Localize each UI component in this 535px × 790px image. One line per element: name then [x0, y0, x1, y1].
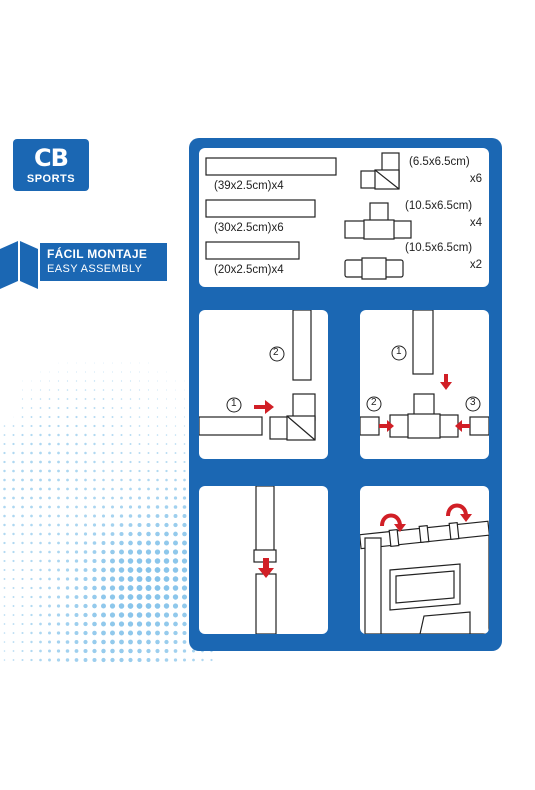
tee-connector-icon: [344, 202, 412, 240]
book-icon: [0, 241, 38, 289]
step2-panel: 1 2 3: [360, 310, 489, 459]
marker-1: [391, 345, 407, 361]
vertical-tube: [292, 310, 312, 381]
step1-panel: 2 1: [199, 310, 328, 459]
red-arrow-right: [379, 420, 394, 432]
left-tube: [360, 416, 380, 436]
vertical-tube: [412, 310, 434, 375]
step-marker-label: 1: [231, 398, 237, 409]
marker-1: [226, 397, 242, 413]
connector-qty: x2: [469, 259, 482, 271]
assembly-band: [40, 243, 167, 281]
tube-20cm: [205, 241, 300, 260]
title-english: EASY ASSEMBLY: [47, 263, 143, 275]
connector-size: (10.5x6.5cm): [405, 200, 473, 212]
straight-connector-icon: [344, 257, 404, 280]
red-curved-arrow: [380, 513, 402, 527]
marker-2: [269, 346, 285, 362]
red-arrow-down: [440, 374, 452, 390]
tube-label: (20x2.5cm)x4: [214, 264, 284, 276]
connector-size: (6.5x6.5cm): [409, 156, 470, 168]
step4-panel: [360, 486, 489, 634]
brand-logo: CB SPORTS: [13, 139, 89, 191]
logo-subtext: SPORTS: [26, 173, 76, 185]
connector-qty: x6: [469, 173, 482, 185]
lower-tube: [255, 573, 277, 634]
marker-3: [465, 396, 481, 412]
red-arrow-left: [455, 420, 470, 432]
tube-30cm: [205, 199, 316, 218]
elbow-connector-icon: [360, 152, 400, 190]
title-spanish: FÁCIL MONTAJE: [47, 247, 148, 261]
tube-label: (39x2.5cm)x4: [214, 180, 284, 192]
red-arrow-down: [258, 558, 274, 578]
step-marker-label: 3: [470, 397, 476, 408]
parts-list: (39x2.5cm)x4 (30x2.5cm)x6 (20x2.5cm)x4 (…: [199, 148, 489, 287]
red-arrow: [254, 400, 274, 414]
connector-qty: x4: [469, 217, 482, 229]
tube-label: (30x2.5cm)x6: [214, 222, 284, 234]
instructions-panel: (39x2.5cm)x4 (30x2.5cm)x6 (20x2.5cm)x4 (…: [189, 138, 502, 651]
horizontal-tube: [199, 416, 263, 436]
step-marker-label: 2: [273, 347, 279, 358]
marker-2: [366, 396, 382, 412]
step-marker-label: 1: [396, 346, 402, 357]
step1-drawing: [199, 310, 316, 441]
connector-size: (10.5x6.5cm): [405, 242, 473, 254]
step2-drawing: [360, 310, 489, 439]
upper-tube: [255, 486, 275, 555]
step4-drawing: [360, 503, 489, 634]
step-marker-label: 2: [371, 397, 377, 408]
step3-panel: [199, 486, 328, 634]
corner-post: [364, 537, 382, 634]
elbow-connector: [269, 393, 316, 441]
red-curved-arrow: [446, 503, 468, 517]
step3-drawing: [253, 486, 277, 634]
assembly-header: FÁCIL MONTAJE EASY ASSEMBLY: [0, 241, 175, 289]
tube-39cm: [205, 157, 337, 176]
parts-drawing: [205, 152, 412, 280]
right-tube: [469, 416, 489, 436]
logo-text: CB: [34, 144, 69, 172]
